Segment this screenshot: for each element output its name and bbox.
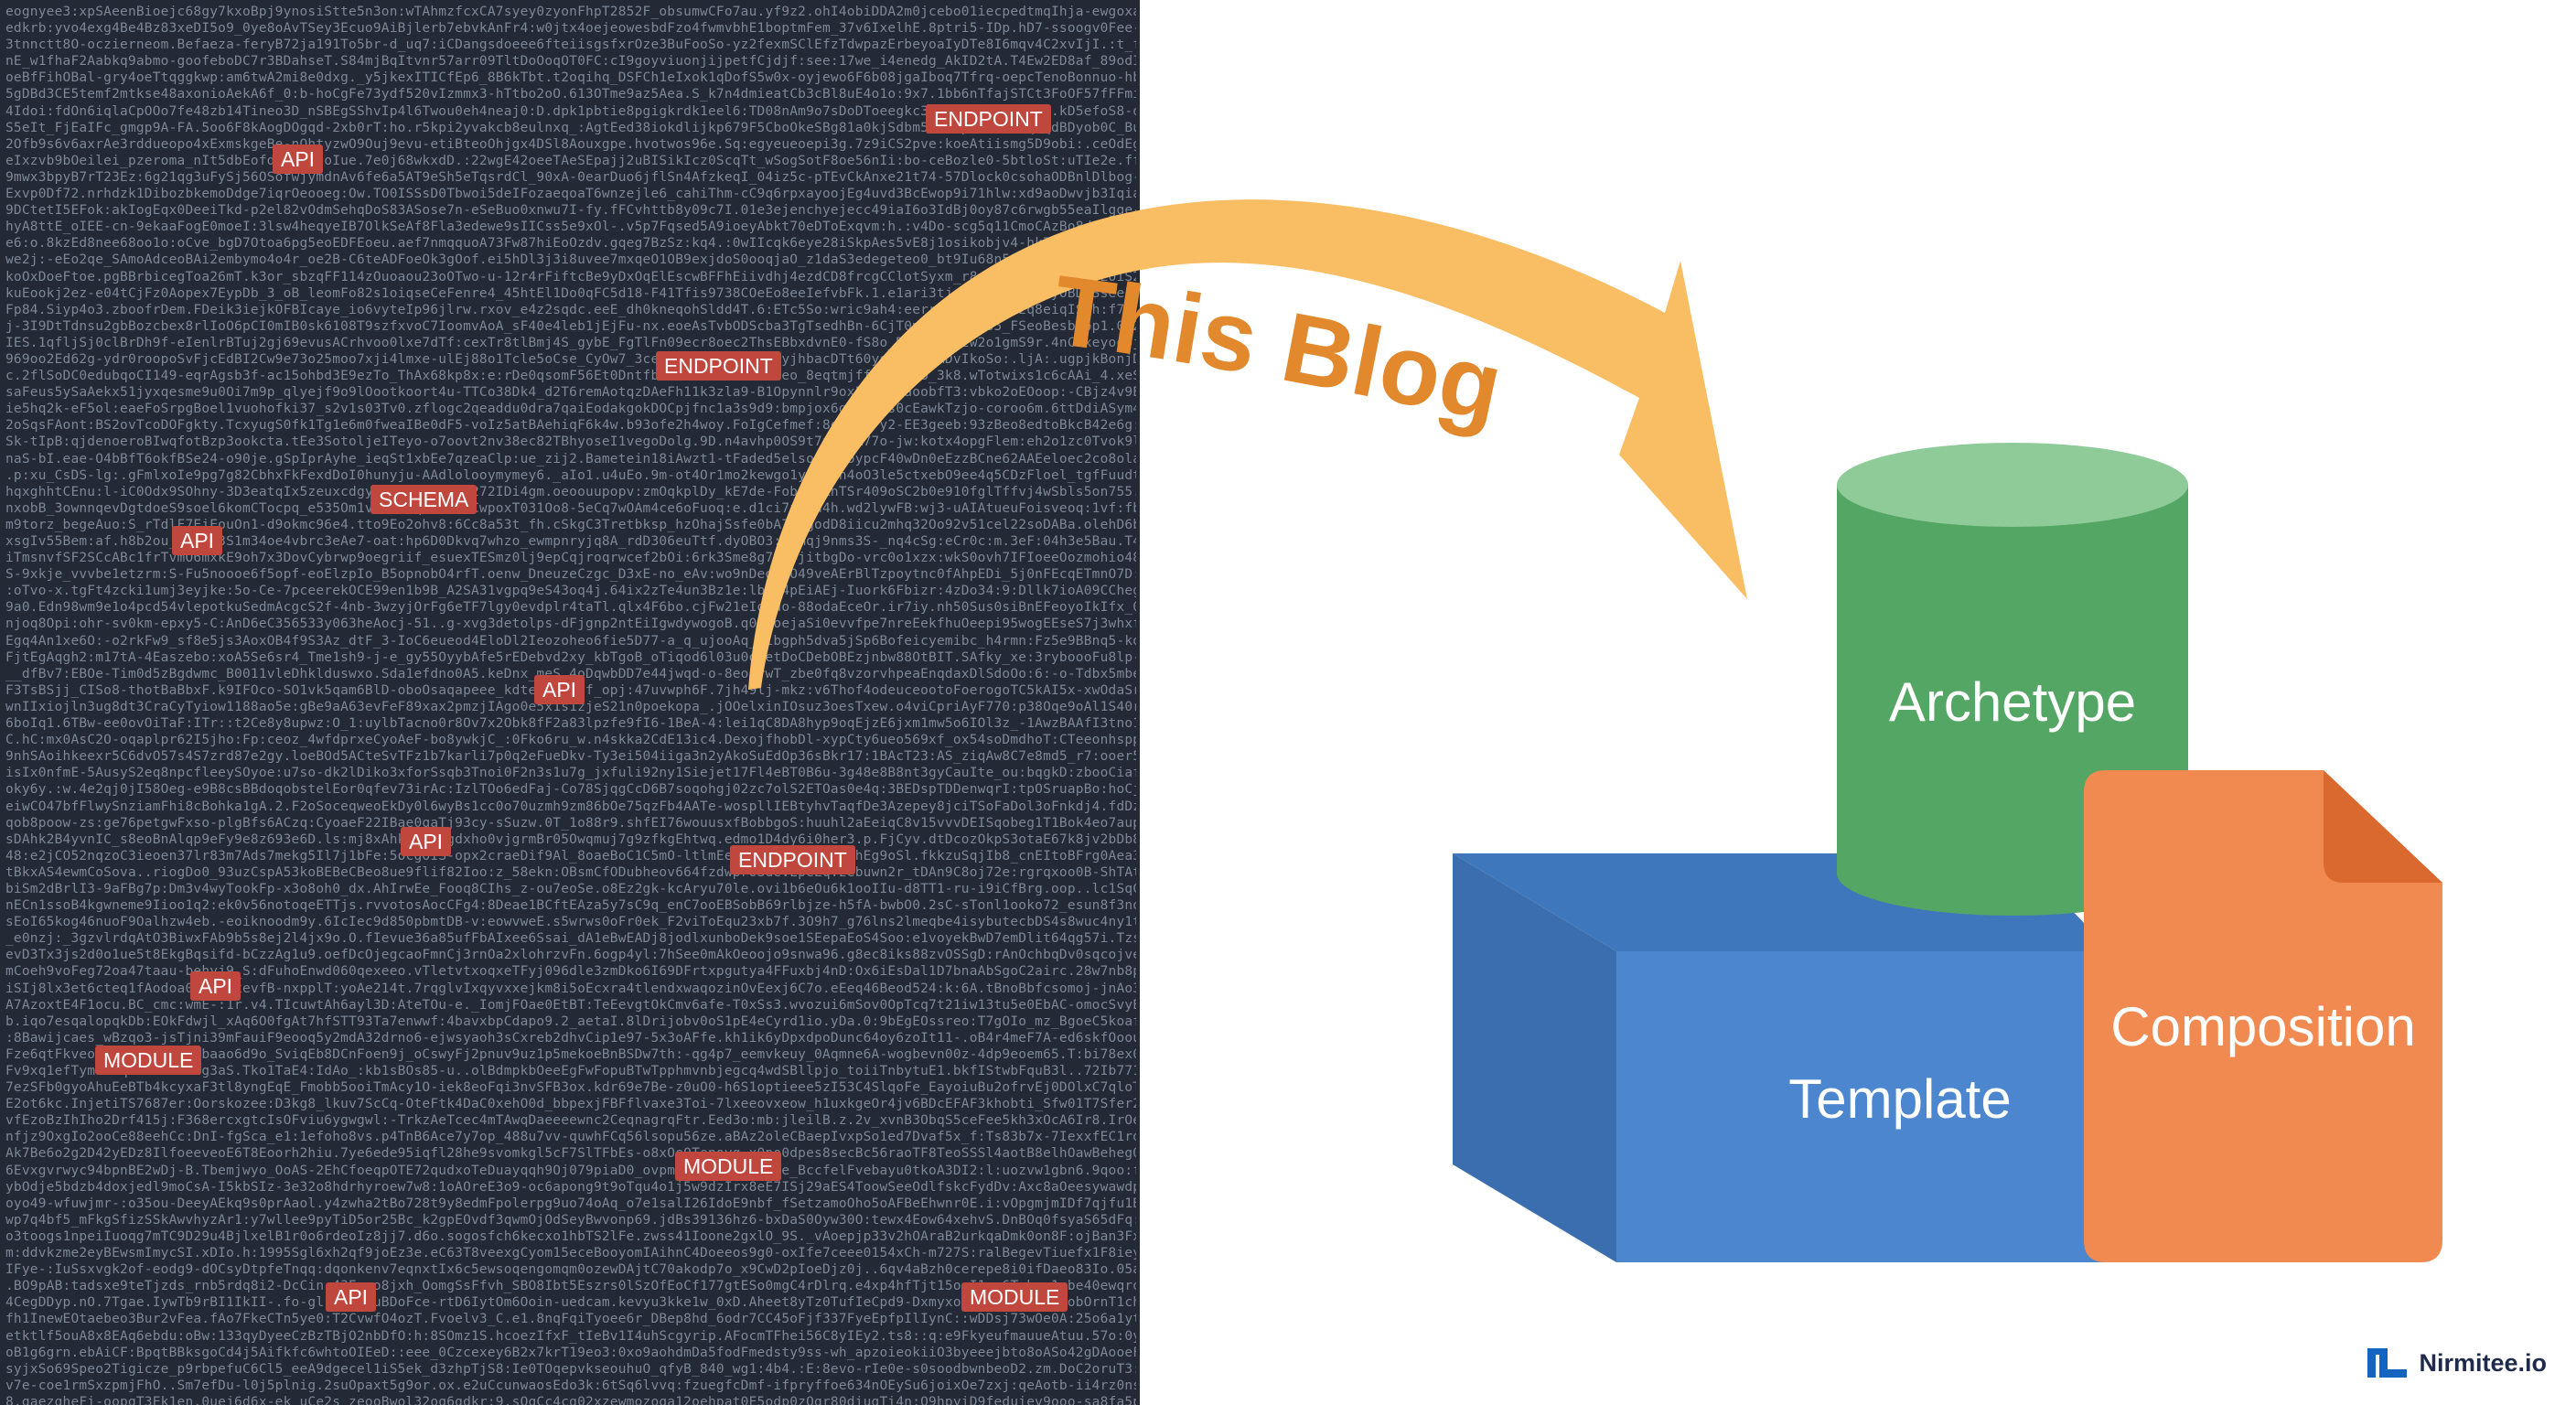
code-text-texture: eognyee3:xpSAeenBioejc68gy7kxoBpj9ynosiS… [5, 5, 1136, 1405]
composition-document [2084, 770, 2442, 1262]
code-tag-schema: SCHEMA [370, 485, 478, 514]
code-tag-api: API [401, 827, 452, 856]
curved-arrow-body [748, 199, 1747, 690]
code-tag-api: API [273, 145, 324, 174]
code-background-panel: eognyee3:xpSAeenBioejc68gy7kxoBpj9ynosiS… [0, 0, 1140, 1405]
code-tag-endpoint: ENDPOINT [730, 845, 855, 874]
code-tag-api: API [326, 1282, 377, 1312]
code-tag-endpoint: ENDPOINT [926, 104, 1051, 134]
template-block-left-side [1453, 853, 1616, 1262]
code-tag-api: API [190, 971, 242, 1001]
code-tag-module: MODULE [961, 1282, 1068, 1312]
curved-arrow: This Blog [748, 199, 1747, 690]
composition-page-fold [2324, 770, 2442, 883]
template-block-front [1616, 951, 2111, 1262]
code-tag-api: API [172, 526, 223, 555]
archetype-label: Archetype [1889, 671, 2136, 733]
template-label: Template [1788, 1068, 2011, 1130]
nirmitee-logo: Nirmitee.io [2367, 1343, 2547, 1383]
code-tag-module: MODULE [675, 1152, 782, 1181]
archetype-cylinder-top [1837, 443, 2188, 527]
composition-label: Composition [2110, 996, 2416, 1057]
code-tag-module: MODULE [95, 1046, 202, 1075]
composition-block: Composition [2084, 770, 2442, 1262]
nirmitee-logo-icon [2367, 1348, 2408, 1378]
code-tag-api: API [534, 675, 585, 704]
code-tag-endpoint: ENDPOINT [656, 351, 781, 381]
nirmitee-logo-text: Nirmitee.io [2419, 1348, 2547, 1377]
